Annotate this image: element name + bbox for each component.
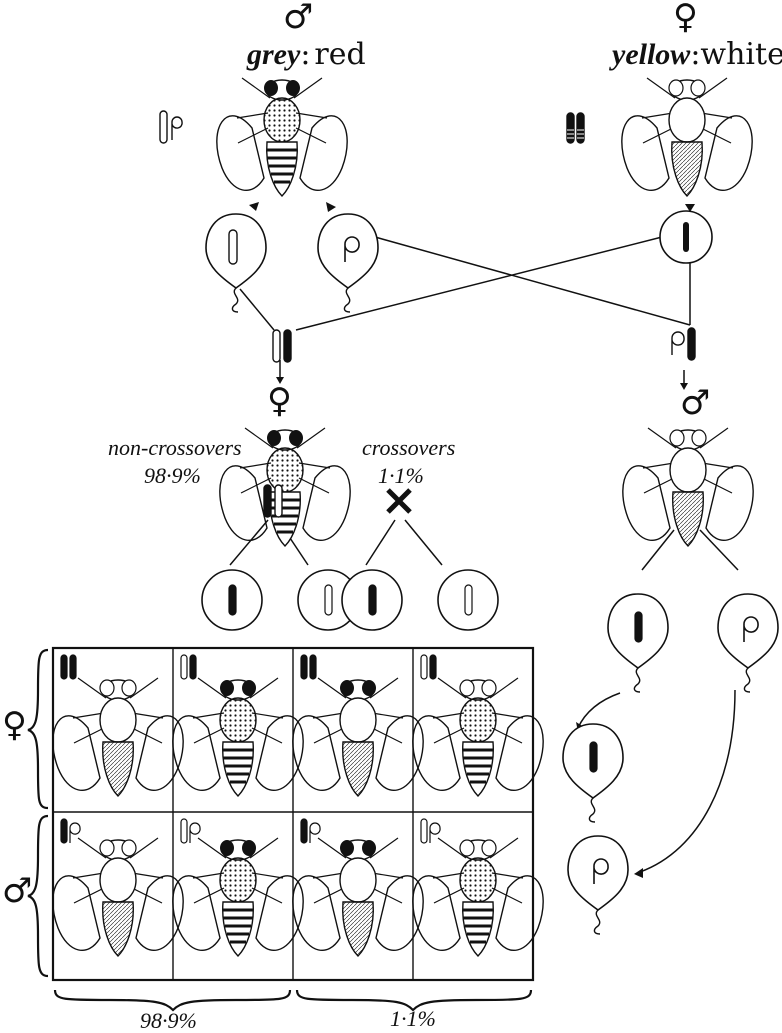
footer-crossover-percent: 1·1%	[390, 1006, 436, 1031]
label-separator: :	[300, 37, 311, 72]
f1-female-symbol: ♀	[267, 381, 292, 421]
offspring-female-grey-red	[171, 676, 305, 798]
female-eggs	[201, 569, 499, 631]
grey-red-male-fly	[215, 76, 349, 198]
connector-lines	[229, 236, 739, 873]
gamete-y-chromosome	[317, 213, 379, 313]
egg-chromosomes	[228, 584, 473, 616]
female-parent-label: yellow:white	[612, 40, 782, 70]
f1-male-gamete-y	[717, 593, 779, 693]
offspring-female-yellow-white	[52, 677, 184, 797]
offspring-male-yellow-red	[292, 837, 424, 957]
grid-chromosomes	[60, 654, 441, 844]
non-crossovers-percent: 98·9%	[144, 463, 201, 488]
female-parent-symbol: ♀	[673, 0, 698, 37]
label-separator: :	[690, 37, 701, 72]
male-parent-label: grey: red	[247, 40, 366, 70]
f1-male-gamete-x	[607, 593, 669, 693]
body-color-label: grey	[247, 38, 301, 71]
non-crossovers-label: non-crossovers	[108, 435, 242, 460]
parent-chromosomes	[159, 110, 585, 144]
f1-male-symbol: ♂	[680, 383, 711, 423]
offspring-female-grey-white	[411, 676, 545, 798]
f2-egg-x	[562, 723, 624, 823]
yellow-white-female-fly	[621, 77, 753, 197]
offspring-male-grey-red	[171, 836, 305, 958]
f2-sperm-y	[567, 835, 629, 935]
body-color-label: yellow	[612, 38, 691, 71]
grid-row-male-symbol: ♂	[2, 871, 33, 911]
offspring-grid	[51, 646, 535, 982]
eye-color-label: red	[314, 37, 366, 72]
f1-chromosomes	[272, 327, 696, 363]
offspring-male-grey-white	[411, 836, 545, 958]
grid-row-female-symbol: ♀	[2, 705, 27, 745]
offspring-male-yellow-white	[52, 837, 184, 957]
braces	[27, 648, 533, 1012]
female-gamete-chromosomes	[263, 484, 412, 518]
footer-noncrossover-percent: 98·9%	[140, 1008, 197, 1033]
crossovers-percent: 1·1%	[378, 463, 424, 488]
crossovers-label: crossovers	[362, 435, 456, 460]
offspring-female-yellow-red	[292, 677, 424, 797]
male-parent-symbol: ♂	[283, 0, 314, 37]
eye-color-label: white	[700, 37, 782, 72]
f1-male-fly	[622, 427, 754, 547]
